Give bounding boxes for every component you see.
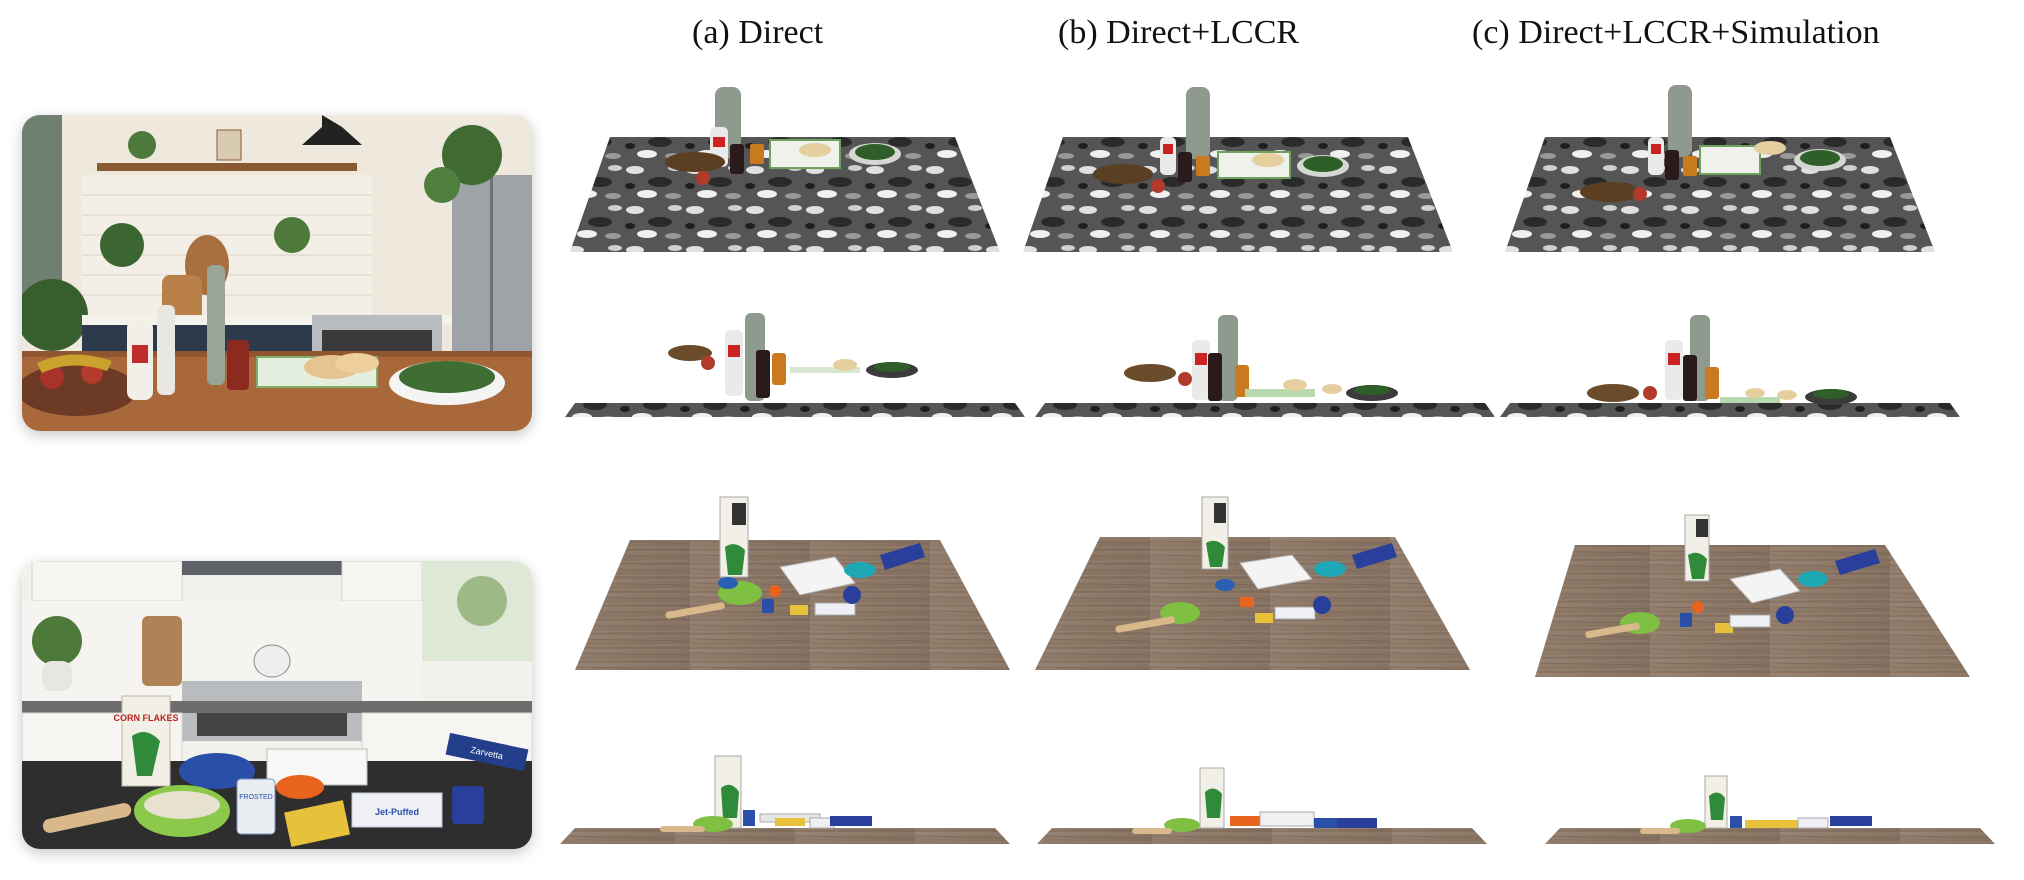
render-sim-row2 (1495, 305, 1965, 425)
render-direct-row1 (565, 82, 1005, 257)
column-title-simulation: (c) Direct+LCCR+Simulation (1472, 14, 1880, 51)
render-lccr-row2 (1030, 305, 1500, 425)
column-title-direct: (a) Direct (692, 14, 824, 51)
column-title-lccr: (b) Direct+LCCR (1058, 14, 1300, 51)
can-label-text: FROSTED (239, 794, 272, 801)
render-lccr-row3 (1030, 495, 1475, 675)
kitchen-photo-1 (22, 115, 532, 431)
render-direct-row2 (560, 305, 1030, 425)
render-direct-row4 (555, 748, 1015, 848)
bag-label-text: Jet-Puffed (375, 807, 419, 817)
cereal-box-text: CORN FLAKES (114, 713, 179, 723)
render-sim-row1 (1500, 82, 1940, 257)
render-direct-row3 (570, 495, 1015, 675)
kitchen-photo-2: CORN FLAKES FROSTED Jet-Puffed Zarvetta (22, 561, 532, 849)
render-sim-row4 (1540, 748, 2000, 848)
render-lccr-row1 (1018, 82, 1458, 257)
render-lccr-row4 (1032, 748, 1492, 848)
render-sim-row3 (1530, 505, 1975, 685)
